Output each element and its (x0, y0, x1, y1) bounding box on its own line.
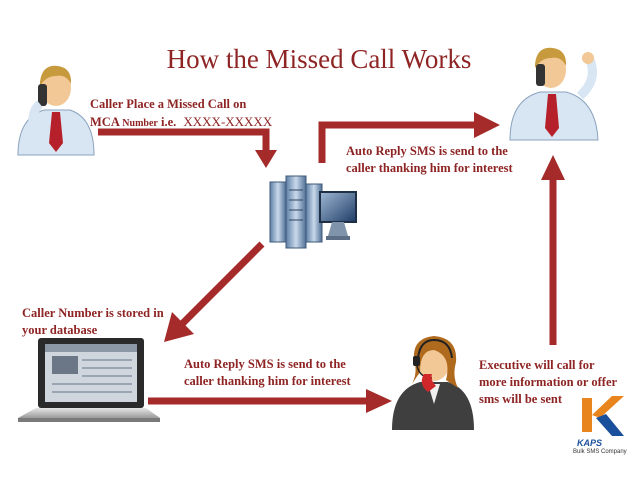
caption-auto-reply-top-line2: caller thanking him for interest (346, 161, 513, 175)
caption-stored: Caller Number is stored in your database (22, 305, 164, 339)
laptop-icon (18, 338, 160, 422)
caption-missed-call-line2: MCA Number i.e. XXXX-XXXXX (90, 114, 273, 129)
caption-auto-reply-bottom-line2: caller thanking him for interest (184, 374, 351, 388)
caption-auto-reply-top: Auto Reply SMS is send to the caller tha… (346, 143, 513, 177)
caption-stored-line1: Caller Number is stored in (22, 306, 164, 320)
caption-auto-reply-top-line1: Auto Reply SMS is send to the (346, 144, 508, 158)
caption-auto-reply-bottom-line1: Auto Reply SMS is send to the (184, 357, 346, 371)
logo-name: KAPS (577, 438, 602, 448)
call-center-agent-icon (392, 336, 474, 430)
caption-executive-line2: more information or offer (479, 375, 618, 389)
caption-missed-call: Caller Place a Missed Call on MCA Number… (90, 96, 272, 132)
arrow-executive-to-recipient (541, 155, 565, 345)
arrow-server-to-laptop (164, 241, 265, 342)
caption-missed-call-line1: Caller Place a Missed Call on (90, 97, 247, 111)
kaps-logo-icon: KAPS (577, 396, 624, 448)
diagram-title: How the Missed Call Works (166, 44, 472, 74)
caption-executive: Executive will call for more information… (479, 357, 617, 408)
caption-executive-line3: sms will be sent (479, 392, 562, 406)
server-icon (269, 175, 357, 249)
caption-stored-line2: your database (22, 323, 98, 337)
caller-on-phone-icon (17, 65, 95, 156)
logo-tagline: Bulk SMS Company (573, 449, 627, 455)
arrow-caller-to-server (98, 128, 277, 168)
caption-executive-line1: Executive will call for (479, 358, 595, 372)
arrow-server-to-recipient (318, 112, 500, 163)
caption-auto-reply-bottom: Auto Reply SMS is send to the caller tha… (184, 356, 351, 390)
recipient-on-phone-icon (509, 47, 599, 141)
arrow-laptop-to-executive (148, 389, 392, 413)
